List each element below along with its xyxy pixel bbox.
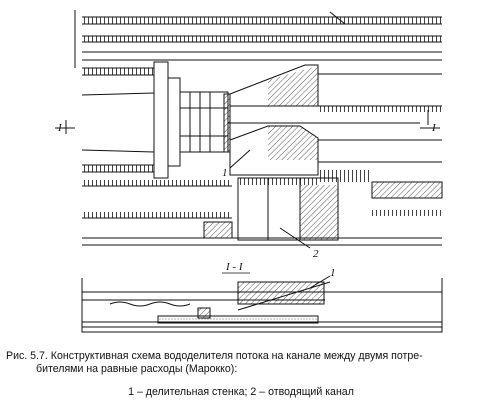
upper-canal-band-2 [82,36,442,42]
technical-drawing: I I 1 2 I - I 1 [55,10,443,333]
figure-caption: Рис. 5.7. Конструктивная схема вододелит… [6,350,476,376]
upper-canal-band-1 [82,17,442,24]
inflow-wall-bottom [82,165,154,172]
right-lower-wall [371,181,443,199]
section-view [81,275,443,333]
gate-structure [153,61,169,179]
section-hatched-mass [237,281,325,305]
plan-view [55,10,443,249]
figure-legend: 1 – делительная стенка; 2 – отводящий ка… [128,386,354,398]
callout-1-plan: 1 [222,167,228,179]
caption-line-2: бителями на равные расходы (Марокко): [36,363,238,375]
callout-2: 2 [313,248,319,260]
section-marker-right: I [431,122,437,134]
callout-1-section: 1 [330,267,336,279]
inflow-wall-top [82,68,154,75]
section-floor [157,315,319,324]
section-title: I - I [225,261,244,273]
section-marker-left: I [57,122,63,134]
caption-line-1: Рис. 5.7. Конструктивная схема вододелит… [6,350,423,362]
